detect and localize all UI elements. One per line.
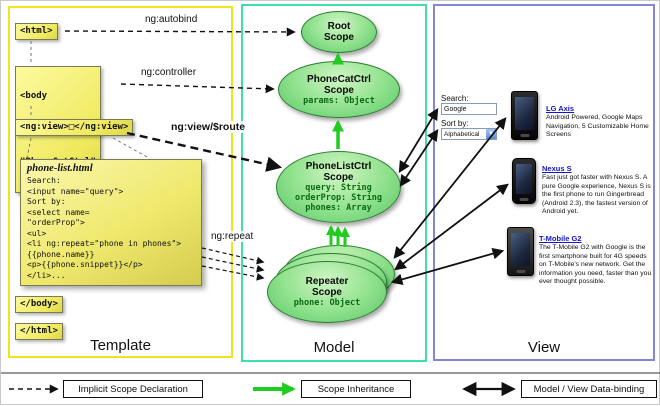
phone-button: [520, 134, 529, 137]
legend-model-view-data-binding: Model / View Data-binding: [521, 380, 657, 398]
phone-screen: [516, 164, 532, 194]
code-line: <input name="query">: [27, 186, 124, 196]
ng-view-route-label: ng:view/$route: [169, 121, 248, 133]
code-line: </li>...: [27, 270, 66, 280]
t-mobile-g2-phone-image: [507, 227, 534, 276]
repeater-scope-stack: Repeater Scope phone: Object: [267, 245, 399, 325]
phone-button: [516, 270, 525, 273]
sort-select-value: Alphabetical: [444, 130, 480, 138]
scope-prop: phone: Object: [293, 298, 361, 308]
sort-label: Sort by:: [441, 119, 469, 128]
scope-name: Root Scope: [323, 21, 354, 43]
code-line: Search:: [27, 176, 61, 185]
scope-name: PhoneCatCtrl Scope: [307, 73, 371, 96]
phonelistctrl-scope: PhoneListCtrl Scope query: String orderP…: [276, 151, 401, 223]
code-line: "orderProp">: [27, 218, 85, 227]
phone-screen: [511, 233, 530, 266]
phonecatctrl-scope: PhoneCatCtrl Scope params: Object: [278, 61, 400, 118]
code-line: {{phone.name}}: [27, 249, 95, 259]
code-line: <select name=: [27, 207, 90, 217]
code-line: <li ng:repeat="phone in phones">: [27, 239, 182, 248]
code-line: <p>{{phone.snippet}}</p>: [27, 260, 143, 269]
repeater-scope: Repeater Scope phone: Object: [267, 261, 387, 323]
phone-link-t-mobile-g2[interactable]: T-Mobile G2: [539, 234, 582, 243]
body-close-tag: </body>: [15, 296, 63, 313]
phone-link-lg-axis[interactable]: LG Axis: [546, 104, 575, 113]
ng-repeat-label: ng:repeat: [209, 231, 256, 242]
phone-screen: [515, 97, 534, 130]
lg-axis-phone-image: [511, 91, 538, 140]
phone-desc-nexus-s: Fast just got faster with Nexus S. A pur…: [542, 174, 651, 216]
phone-button: [519, 198, 529, 201]
legend-implicit-scope-declaration: Implicit Scope Declaration: [63, 380, 203, 398]
phone-desc-t-mobile-g2: The T-Mobile G2 with Google is the first…: [539, 244, 652, 286]
search-label: Search:: [441, 94, 469, 103]
scope-prop: phones: Array: [305, 203, 372, 213]
ng-view-tag: <ng:view>□</ng:view>: [15, 119, 134, 136]
phone-list-note: phone-list.html Search: <input name="que…: [20, 159, 202, 286]
dropdown-arrow-icon: ▼: [486, 129, 496, 139]
view-column-title: View: [527, 339, 561, 356]
html-close-tag: </html>: [15, 323, 63, 340]
code-line: <ul>: [27, 228, 47, 238]
body-open-line: <body: [20, 91, 48, 101]
ng-controller-label: ng:controller: [139, 67, 199, 78]
scope-prop: orderProp: String: [295, 193, 382, 203]
phone-list-note-code: Search: <input name="query"> Sort by: <s…: [27, 176, 195, 281]
phone-link-nexus-s[interactable]: Nexus S: [542, 164, 572, 173]
template-column-title: Template: [90, 337, 151, 354]
ng-autobind-label: ng:autobind: [143, 14, 200, 25]
code-line: Sort by:: [27, 197, 66, 206]
legend-scope-inheritance: Scope Inheritance: [301, 380, 411, 398]
root-scope: Root Scope: [301, 11, 377, 53]
nexus-s-phone-image: [512, 158, 536, 204]
scope-name: Repeater Scope: [305, 276, 349, 298]
scope-name: PhoneListCtrl Scope: [305, 161, 372, 183]
search-input[interactable]: [441, 103, 497, 115]
phone-list-note-title: phone-list.html: [27, 163, 93, 174]
scope-prop: params: Object: [303, 95, 375, 106]
phone-desc-lg-axis: Android Powered, Google Maps Navigation,…: [546, 114, 649, 139]
model-column-title: Model: [313, 339, 355, 356]
html-open-tag: <html>: [15, 23, 58, 40]
sort-select[interactable]: Alphabetical ▼: [441, 128, 497, 140]
scope-prop: query: String: [305, 183, 372, 193]
